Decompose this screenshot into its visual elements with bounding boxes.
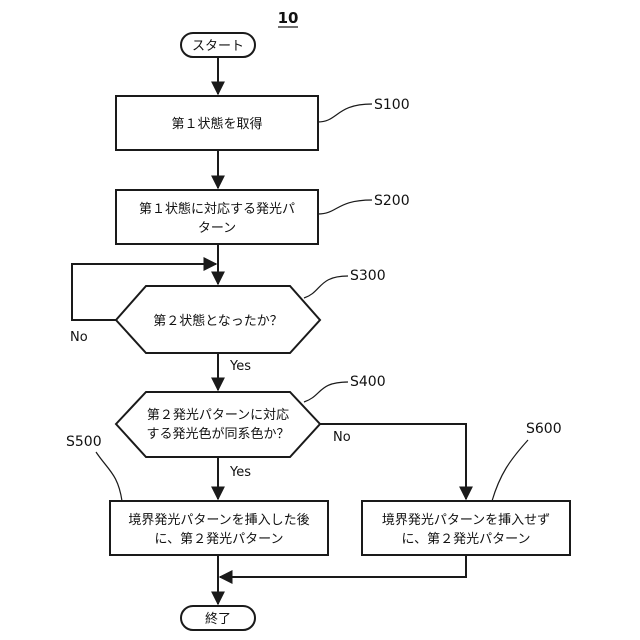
branch-s300-yes: Yes bbox=[229, 359, 251, 374]
ref-s300: S300 bbox=[350, 268, 386, 284]
ref-s200: S200 bbox=[374, 193, 410, 209]
decision-s300-text: 第２状態となったか？ bbox=[153, 313, 283, 329]
leader-s500 bbox=[96, 452, 122, 501]
decision-s400-text-line2: する発光色が同系色か？ bbox=[146, 426, 289, 442]
branch-s400-no: No bbox=[333, 430, 351, 445]
ref-s600: S600 bbox=[526, 421, 562, 437]
step-s200-text-line1: 第１状態に対応する発光パ bbox=[139, 201, 295, 217]
step-s100-text: 第１状態を取得 bbox=[171, 116, 262, 132]
leader-s200 bbox=[318, 200, 372, 214]
step-s600-text-line1: 境界発光パターンを挿入せず bbox=[382, 513, 550, 528]
decision-s400-text-line1: 第２発光パターンに対応 bbox=[147, 408, 289, 423]
branch-s400-yes: Yes bbox=[229, 465, 251, 480]
end-label: 終了 bbox=[205, 611, 231, 627]
figure-number: 10 bbox=[278, 9, 299, 27]
step-s500-text-line1: 境界発光パターンを挿入した後 bbox=[128, 513, 309, 528]
step-s500-text-line2: に、第２発光パターン bbox=[155, 532, 284, 547]
ref-s400: S400 bbox=[350, 374, 386, 390]
arrow-s600-merge bbox=[220, 555, 466, 577]
leader-s600 bbox=[492, 440, 528, 501]
step-s200-text-line2: ターン bbox=[198, 221, 236, 236]
decision-s400 bbox=[116, 392, 320, 457]
start-label: スタート bbox=[192, 39, 244, 54]
step-s600-text-line2: に、第２発光パターン bbox=[402, 532, 531, 547]
ref-s500: S500 bbox=[66, 434, 102, 450]
branch-s300-no: No bbox=[70, 330, 88, 345]
leader-s300 bbox=[304, 276, 348, 298]
leader-s400 bbox=[304, 382, 348, 402]
ref-s100: S100 bbox=[374, 97, 410, 113]
leader-s100 bbox=[318, 104, 372, 122]
